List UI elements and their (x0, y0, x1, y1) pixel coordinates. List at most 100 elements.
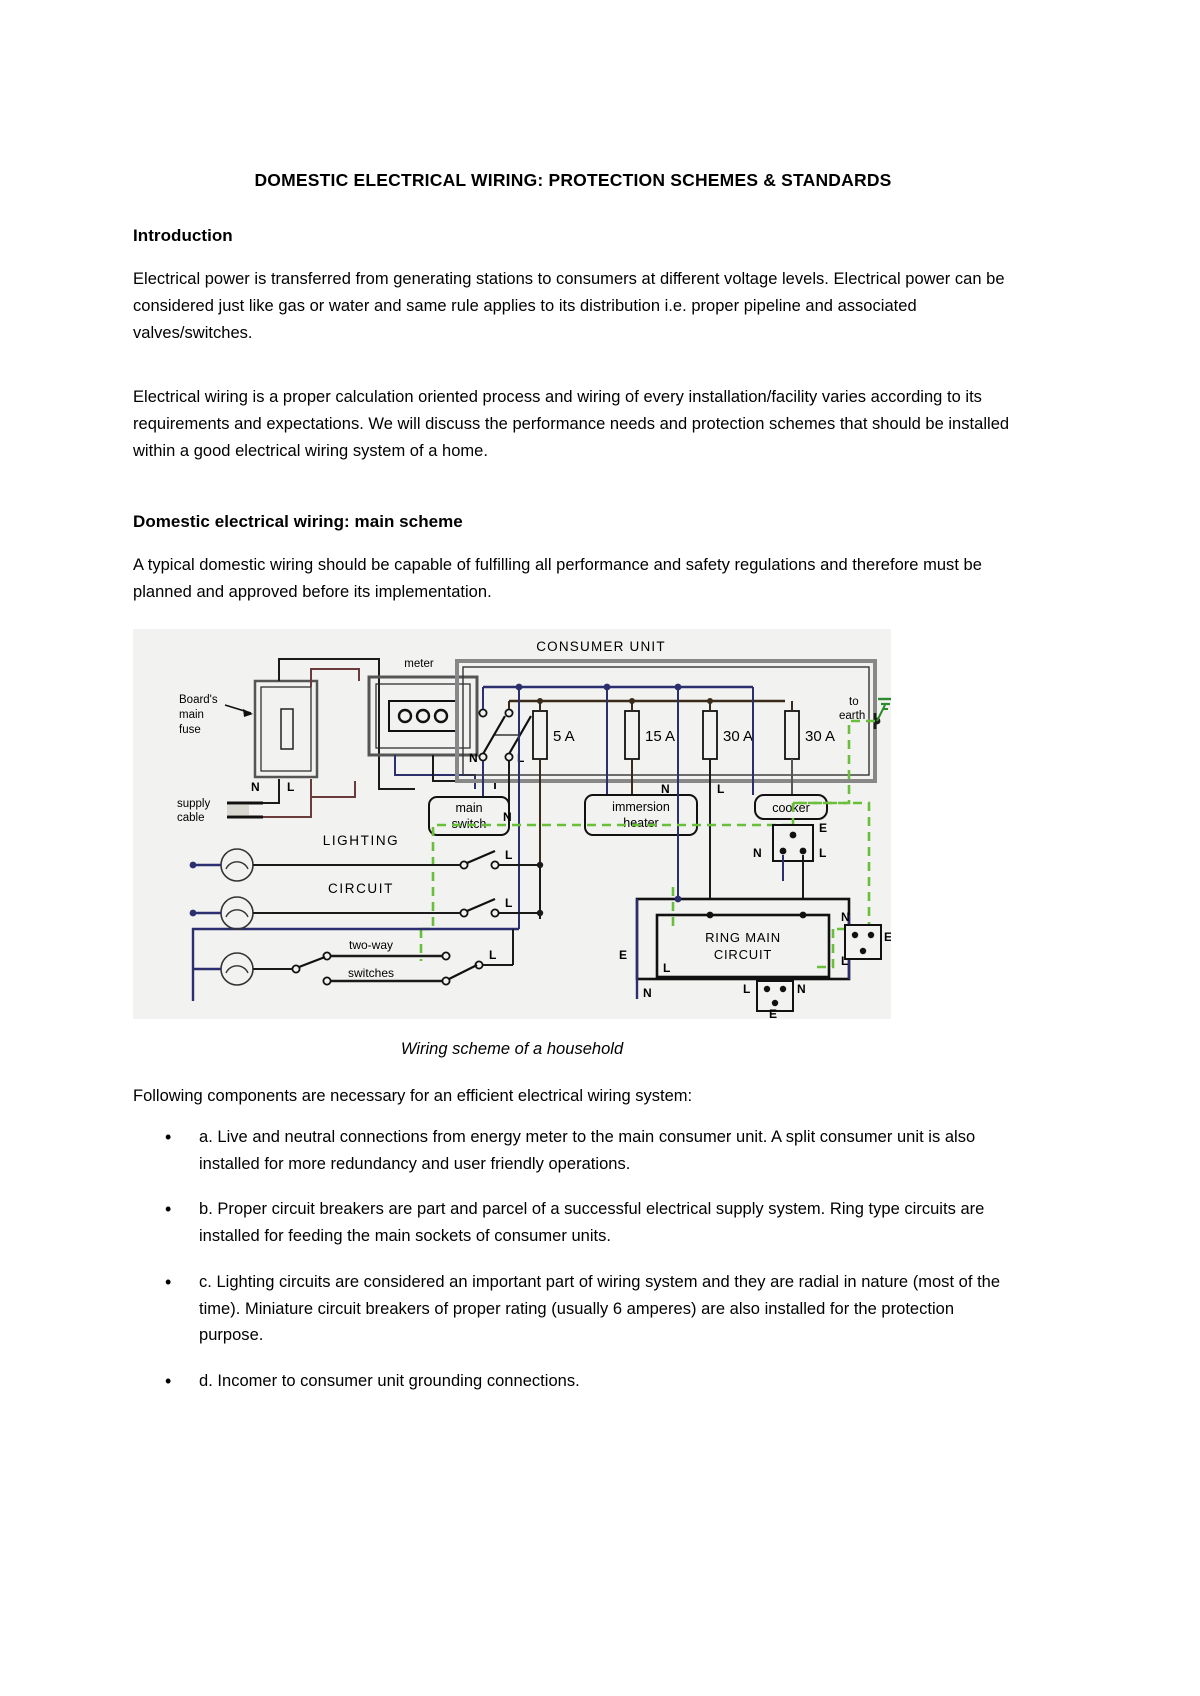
ring-main-n-label: N (643, 986, 652, 1000)
fuse-way-1-tap (537, 698, 543, 705)
fuse-to-meter-live (310, 779, 356, 799)
main-switch-label-line1: main (455, 801, 482, 815)
to-earth-label-line2: earth (839, 710, 865, 722)
right-outlet-e-label: E (884, 930, 891, 944)
lamp-2-neutral-node (189, 909, 197, 917)
switches-label: switches (348, 966, 394, 980)
intro-paragraph-2: Electrical wiring is a proper calculatio… (133, 388, 1010, 460)
fuse-way-3-rating: 30 A (723, 728, 753, 745)
boards-main-fuse-outer (253, 680, 319, 779)
fuse-way-3-tap (707, 698, 713, 705)
two-way-switch-b-t2 (441, 976, 451, 986)
lamp-3-filament (225, 965, 249, 974)
earth-symbol-icon (876, 698, 891, 722)
meter-label: meter (404, 658, 434, 670)
document-content: DOMESTIC ELECTRICAL WIRING: PROTECTION S… (133, 170, 1013, 1414)
cooker-outlet-n-pin (779, 847, 787, 855)
bottom-outlet-n-pin (779, 986, 787, 993)
fuse-to-meter-neutral (278, 658, 380, 682)
immersion-heater-label-line1: immersion (612, 800, 670, 814)
boards-main-fuse-label-line2: main (179, 709, 204, 721)
intro-paragraph-1: Electrical power is transferred from gen… (133, 270, 1005, 342)
lighting-label: LIGHTING (323, 833, 400, 848)
wiring-scheme-diagram: CONSUMER UNIT Board's main fuse N L supp… (133, 629, 891, 1020)
fuse-pointer-arrow (243, 709, 253, 718)
ring-live-junction (706, 911, 714, 919)
switch-2-blade (466, 898, 496, 913)
right-outlet-l-label: L (841, 954, 848, 968)
ring-main-label-line2: CIRCUIT (714, 947, 772, 962)
cooker-outlet-box (772, 824, 814, 863)
main-switch-l-top-terminal (504, 708, 514, 718)
list-item: • c. Lighting circuits are considered an… (133, 1269, 1013, 1349)
two-way-l-label: L (489, 948, 496, 962)
meter-neutral-in (378, 681, 415, 791)
ring-l-label: L (717, 782, 724, 796)
meter-dial-3 (433, 709, 449, 724)
list-item-text: c. Lighting circuits are considered an i… (199, 1272, 1001, 1345)
bullet-icon: • (165, 1371, 172, 1391)
two-way-switch-a-common (291, 964, 301, 974)
bottom-outlet-e-pin (771, 1000, 779, 1007)
fuse-way-2-rating: 15 A (645, 728, 675, 745)
consumer-unit-label: CONSUMER UNIT (536, 639, 666, 654)
fuse-element-main (280, 708, 294, 750)
list-item-text: b. Proper circuit breakers are part and … (199, 1200, 985, 1246)
bottom-outlet-l-pin (763, 986, 771, 993)
fuse-way-2-tap (629, 698, 635, 705)
fuse-terminal-l-label: L (287, 780, 294, 794)
fuse-way-4-body (784, 710, 800, 761)
bullet-icon: • (165, 1199, 172, 1220)
immersion-heater-label-line2: heater (623, 816, 658, 830)
switch-2-terminal-a (459, 908, 469, 918)
right-outlet-n-pin (851, 932, 859, 939)
list-item-text: a. Live and neutral connections from ene… (199, 1127, 976, 1173)
two-way-switch-a-blade (298, 956, 326, 969)
to-earth-label-line1: to (849, 696, 859, 708)
lighting-neutral-rail (191, 928, 519, 1002)
fuse-way-2-body (624, 710, 640, 761)
ring-earth-label: E (619, 948, 627, 962)
lamp-1-filament (225, 861, 249, 870)
bottom-outlet-l-label: L (743, 982, 750, 996)
right-outlet-l-pin (859, 948, 867, 955)
two-way-switch-b-t1 (441, 951, 451, 961)
list-item-text: d. Incomer to consumer unit grounding co… (199, 1372, 580, 1390)
lighting-neutral-tap (515, 683, 523, 691)
lamp-2-filament (225, 909, 249, 918)
components-list: • a. Live and neutral connections from e… (133, 1124, 1013, 1395)
ring-neutral-tap (674, 683, 682, 691)
switch-1-l-label: L (505, 848, 512, 862)
boards-main-fuse-label-line1: Board's (179, 694, 218, 706)
switch-2-l-label: L (505, 896, 512, 910)
main-switch-n-top-terminal (478, 708, 488, 718)
right-outlet-n-label: N (841, 910, 850, 924)
section-heading-main-scheme: Domestic electrical wiring: main scheme (133, 511, 463, 531)
boards-main-fuse-label-line3: fuse (179, 724, 201, 736)
bullet-icon: • (165, 1126, 172, 1147)
lighting-n-top-label: N (503, 810, 512, 824)
main-switch-l-label: L (517, 751, 524, 765)
right-outlet-e-pin (867, 932, 875, 939)
meter-inner-box (375, 683, 471, 749)
bullet-icon: • (165, 1271, 172, 1292)
cooker-label-box (754, 794, 828, 821)
fuse-terminal-n-label: N (251, 780, 260, 794)
switch-1-terminal-a (459, 860, 469, 870)
two-way-label: two-way (349, 938, 393, 952)
ring-neutral-junction (674, 895, 682, 903)
boards-main-fuse-inner (260, 686, 312, 772)
fuse-way-1-body (532, 710, 548, 761)
supply-cable-label-line2: cable (177, 812, 205, 824)
lamp-1-neutral-node (189, 861, 197, 869)
ring-main-l-label: L (663, 961, 670, 975)
two-way-switch-a-t2 (322, 976, 332, 986)
fuse-way-4-rating: 30 A (805, 728, 835, 745)
meter-dial-2 (415, 709, 431, 724)
page-title: DOMESTIC ELECTRICAL WIRING: PROTECTION S… (254, 170, 892, 190)
components-lead-text: Following components are necessary for a… (133, 1087, 693, 1106)
two-way-switch-a-t1 (322, 951, 332, 961)
switch-2-terminal-b (490, 908, 500, 918)
cooker-outlet-e-label: E (819, 821, 827, 835)
cooker-outlet-l-pin (799, 847, 807, 855)
